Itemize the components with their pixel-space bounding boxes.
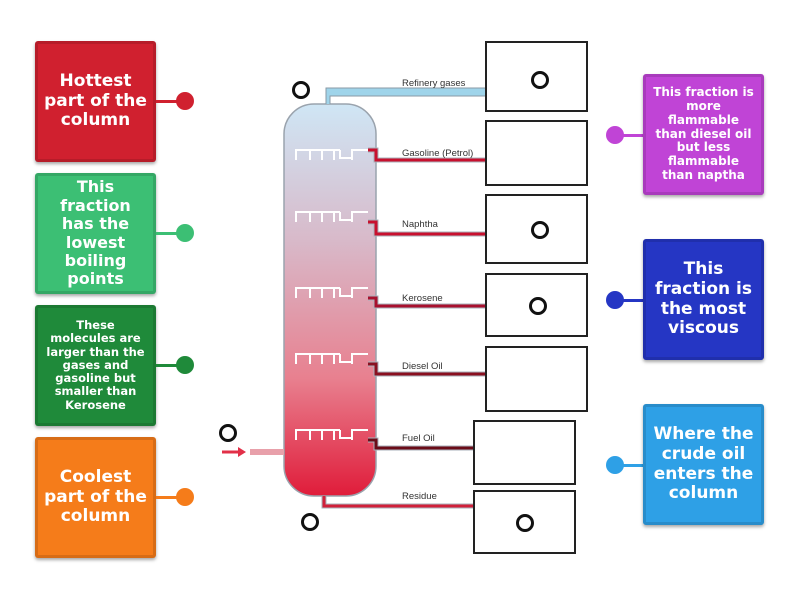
label-card-larger-molecules[interactable]: These molecules are larger than the gase… [35,305,156,426]
fraction-label-naphtha: Naphtha [402,219,438,230]
card-connector [156,232,180,235]
distillation-column [283,103,377,497]
card-connector [620,464,644,467]
drop-target-refinery-gases[interactable] [531,71,549,89]
column-trays [295,149,368,440]
output-pipes [321,147,486,509]
fraction-label-fuel-oil: Fuel Oil [402,433,435,444]
fraction-label-gasoline: Gasoline (Petrol) [402,148,474,159]
drop-box-diesel-oil[interactable] [485,346,588,412]
card-handle-dot[interactable] [606,291,624,309]
fraction-label-kerosene: Kerosene [402,293,443,304]
drop-target-kerosene[interactable] [529,297,547,315]
drop-target-crude-inlet[interactable] [219,424,237,442]
card-connector [620,134,644,137]
card-connector [156,100,180,103]
drop-target-residue[interactable] [516,514,534,532]
drop-target-column-bottom[interactable] [301,513,319,531]
card-handle-dot[interactable] [176,92,194,110]
card-handle-dot[interactable] [606,126,624,144]
card-connector [156,364,180,367]
card-handle-dot[interactable] [176,356,194,374]
drop-target-column-top[interactable] [292,81,310,99]
label-card-hottest-part[interactable]: Hottest part of the column [35,41,156,162]
card-connector [156,496,180,499]
label-card-crude-oil-enters[interactable]: Where the crude oil enters the column [643,404,764,525]
fraction-label-diesel-oil: Diesel Oil [402,361,443,372]
card-handle-dot[interactable] [176,224,194,242]
label-card-coolest-part[interactable]: Coolest part of the column [35,437,156,558]
crude-oil-inlet [222,447,284,457]
label-card-lowest-boiling[interactable]: This fraction has the lowest boiling poi… [35,173,156,294]
card-handle-dot[interactable] [176,488,194,506]
gas-pipe [325,87,487,104]
fraction-label-residue: Residue [402,491,437,502]
drop-target-naphtha[interactable] [531,221,549,239]
drop-box-gasoline[interactable] [485,120,588,186]
drop-box-fuel-oil[interactable] [473,420,576,485]
card-handle-dot[interactable] [606,456,624,474]
card-connector [620,299,644,302]
label-card-most-viscous[interactable]: This fraction is the most viscous [643,239,764,360]
label-card-more-flammable[interactable]: This fraction is more flammable than die… [643,74,764,195]
fraction-label-refinery-gases: Refinery gases [402,78,466,89]
